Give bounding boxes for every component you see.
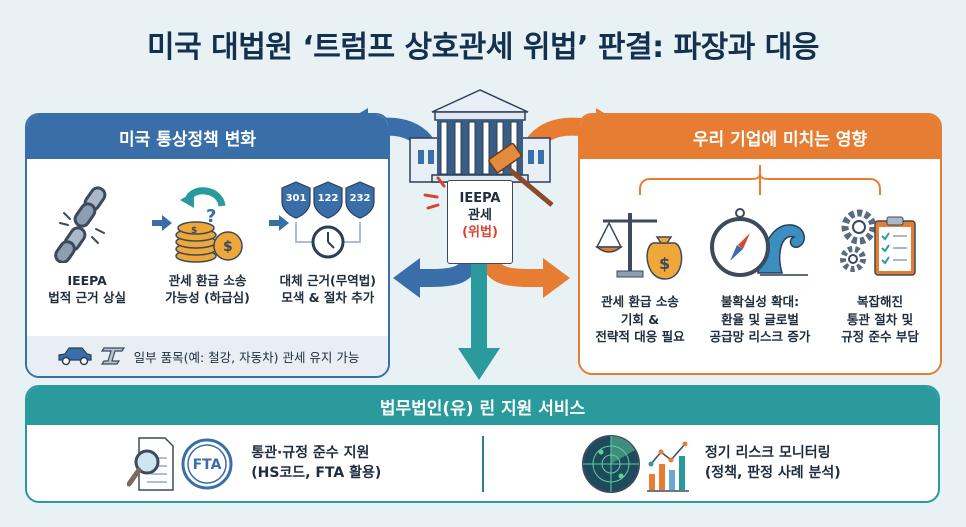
shield-232: 232 [349, 193, 370, 204]
flow-arrow-small-2 [269, 215, 289, 231]
company-impact-panel: 우리 기업에 미치는 영향 $ 관세 환급 소송 기회 & [578, 113, 942, 375]
doc-line-1: IEEPA [459, 191, 501, 206]
svg-text:FTA: FTA [193, 457, 222, 473]
company-impact-header: 우리 기업에 미치는 영향 [580, 115, 940, 159]
ieepa-tariff-document: IEEPA 관세 (위법) [447, 180, 513, 264]
note-bar: 일부 품목(예: 철강, 자동차) 관세 유지 가능 [27, 336, 388, 376]
svg-text:$: $ [223, 239, 233, 255]
law-firm-services-header: 법무법인(유) 린 지원 서비스 [27, 387, 938, 425]
compass-wave-icon [710, 208, 808, 277]
impact-item-label: 불확실성 확대: 환율 및 글로벌 공급망 리스크 증가 [701, 293, 819, 346]
label-line: 관세 환급 소송 [601, 294, 679, 309]
policy-item-refund-litigation: ? $ $ 관세 환급 소송 가능성 (하급심) [152, 173, 262, 307]
label-line: 모색 & 절차 추가 [281, 289, 375, 305]
arrow-head-services [458, 348, 500, 380]
document-search-fta-icon: FTA [127, 437, 233, 491]
service-item-label: 통관·규정 준수 지원 (HS코드, FTA 활용) [251, 444, 381, 483]
flow-arrow-small-1 [152, 215, 172, 231]
label-line: 규정 준수 부담 [841, 329, 919, 344]
car-icon [58, 347, 92, 366]
label-line: 전략적 대응 필요 [595, 329, 685, 344]
policy-item-label: IEEPA 법적 근거 상실 [32, 273, 142, 307]
label-line: 관세 환급 소송 [168, 273, 247, 288]
impact-item-compliance-burden: 복잡해진 통관 절차 및 규정 준수 부담 [821, 193, 939, 346]
label-line: 기회 & [620, 311, 660, 327]
label-line: (정책, 판정 사례 분석) [704, 465, 841, 481]
policy-item-alternative-basis: 301 122 232 대체 근거(무역법) 모색 & 절차 추가 [273, 173, 383, 307]
doc-line-3: (위법) [462, 224, 498, 240]
coin-refund-icon: ? $ $ [175, 187, 244, 263]
label-line: 정기 리스크 모니터링 [704, 445, 831, 462]
doc-line-2: 관세 [468, 207, 492, 223]
service-item-risk-monitoring: 정기 리스크 모니터링 (정책, 판정 사례 분석) [484, 434, 939, 494]
label-line: 대체 근거(무역법) [279, 273, 376, 288]
svg-text:?: ? [206, 206, 216, 227]
svg-text:$: $ [191, 226, 197, 236]
gears-checklist-icon [840, 209, 916, 276]
service-item-compliance: FTA 통관·규정 준수 지원 (HS코드, FTA 활용) [27, 434, 482, 494]
label-line: (HS코드, FTA 활용) [251, 465, 382, 481]
label-line: 환율 및 글로벌 [721, 311, 799, 327]
shield-clock-icon: 301 122 232 [281, 181, 375, 259]
label-line: 가능성 (하급심) [165, 289, 250, 305]
shield-301: 301 [285, 193, 306, 204]
impact-item-label: 복잡해진 통관 절차 및 규정 준수 부담 [821, 293, 939, 346]
label-line: 법적 근거 상실 [48, 289, 127, 305]
shield-122: 122 [317, 193, 338, 204]
bracket-connector [639, 165, 881, 195]
services-divider [481, 436, 484, 492]
impact-item-refund-opportunity: $ 관세 환급 소송 기회 & 전략적 대응 필요 [581, 193, 699, 346]
svg-text:$: $ [659, 254, 670, 273]
arrow-head-policy-bottom [393, 258, 420, 298]
arrow-to-services [471, 258, 487, 353]
impact-item-label: 관세 환급 소송 기회 & 전략적 대응 필요 [581, 293, 699, 346]
page-title: 미국 대법원 ‘트럼프 상호관세 위법’ 판결: 파장과 대응 [147, 30, 820, 65]
steel-beam-icon [100, 347, 125, 365]
label-line: 통관·규정 준수 지원 [251, 445, 370, 462]
alert-burst-icon [423, 176, 446, 210]
scales-money-bag-icon: $ [595, 213, 683, 280]
label-line: 공급망 리스크 증가 [709, 329, 811, 344]
arrow-head-impact-bottom [543, 258, 570, 298]
impact-item-uncertainty: 불확실성 확대: 환율 및 글로벌 공급망 리스크 증가 [701, 193, 819, 346]
label-line: IEEPA [67, 273, 107, 288]
label-line: 불확실성 확대: [720, 294, 800, 309]
note-text: 일부 품목(예: 철강, 자동차) 관세 유지 가능 [133, 349, 360, 365]
policy-item-label: 대체 근거(무역법) 모색 & 절차 추가 [273, 273, 383, 307]
broken-chain-icon [54, 186, 107, 263]
us-trade-policy-panel: 미국 통상정책 변화 IEEPA [25, 113, 390, 378]
label-line: 복잡해진 [856, 294, 903, 309]
service-item-label: 정기 리스크 모니터링 (정책, 판정 사례 분석) [705, 444, 841, 483]
policy-item-legal-basis-lost: IEEPA 법적 근거 상실 [32, 173, 142, 307]
us-trade-policy-header: 미국 통상정책 변화 [27, 115, 388, 159]
radar-chart-icon [581, 435, 689, 493]
policy-item-label: 관세 환급 소송 가능성 (하급심) [152, 273, 262, 307]
law-firm-services-panel: 법무법인(유) 린 지원 서비스 FTA 통관·규정 준수 지원 (HS코드, … [25, 385, 940, 503]
label-line: 통관 절차 및 [846, 311, 914, 327]
supreme-court-building-icon [409, 89, 551, 183]
